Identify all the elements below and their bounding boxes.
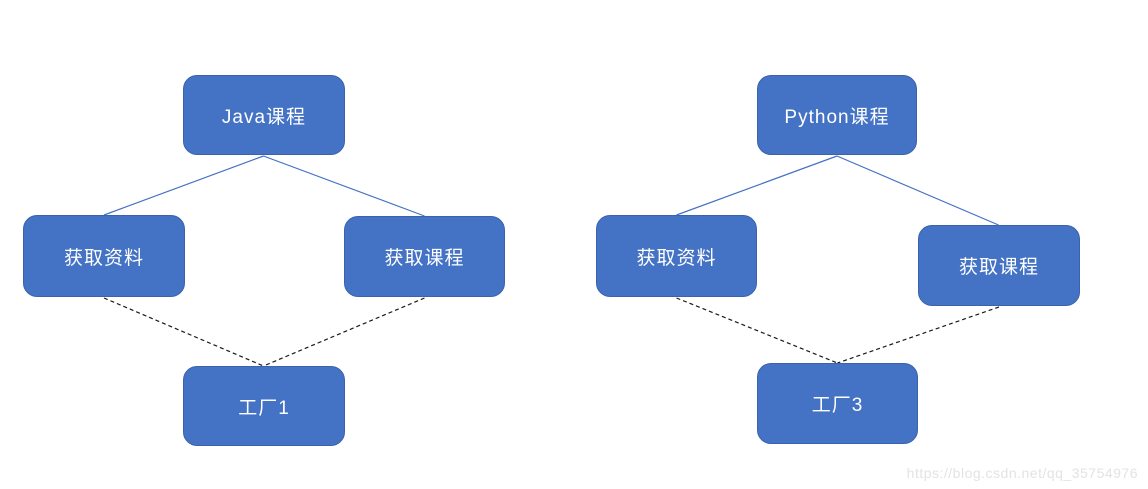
watermark-text: https://blog.csdn.net/qq_35754976: [906, 465, 1138, 481]
edge-java-course-to-get-course: [263, 155, 425, 217]
node-python-course: Python课程: [757, 75, 917, 155]
node-java-course: Java课程: [183, 75, 345, 155]
node-python-get-material: 获取资料: [596, 215, 757, 297]
edge-java-get-material-to-factory-1: [103, 297, 264, 367]
node-python-get-course: 获取课程: [918, 225, 1080, 306]
edge-python-course-to-get-course: [836, 155, 999, 226]
edge-python-course-to-get-material: [676, 155, 838, 216]
node-factory-3: 工厂3: [757, 363, 918, 444]
edge-python-get-course-to-factory-3: [837, 306, 1000, 364]
edge-java-get-course-to-factory-1: [263, 297, 425, 367]
node-java-get-material: 获取资料: [23, 215, 185, 297]
edge-python-get-material-to-factory-3: [676, 297, 838, 364]
edge-java-course-to-get-material: [103, 155, 264, 216]
node-java-get-course: 获取课程: [344, 216, 505, 297]
node-factory-1: 工厂1: [183, 366, 345, 446]
